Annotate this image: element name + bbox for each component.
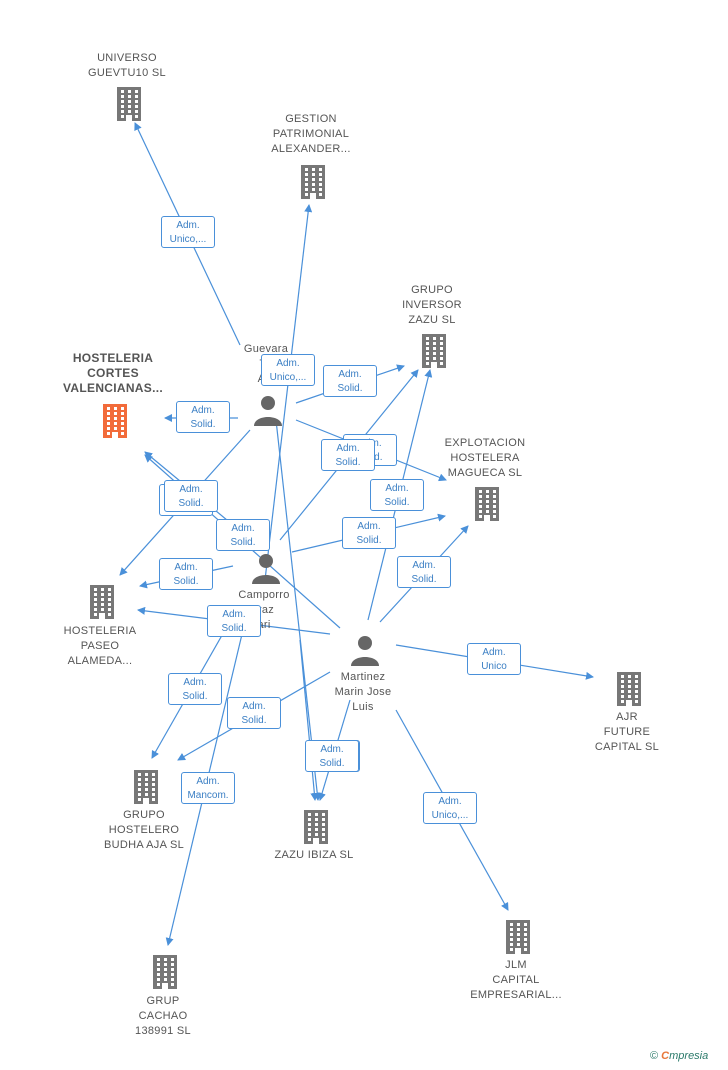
building-icon[interactable]	[502, 918, 534, 954]
company-label-cachao[interactable]: GRUP CACHAO 138991 SL	[135, 995, 191, 1037]
building-icon[interactable]	[130, 768, 162, 804]
brand-name: mpresia	[669, 1050, 709, 1062]
person-icon[interactable]	[252, 394, 284, 426]
company-label-gestion[interactable]: GESTION PATRIMONIAL ALEXANDER...	[271, 113, 351, 155]
company-label-budha[interactable]: GRUPO HOSTELERO BUDHA AJA SL	[103, 809, 185, 851]
edge-camporro-zazu_ibiza	[299, 639, 319, 801]
building-icon[interactable]	[99, 402, 131, 438]
edge-label-camporro-cachao[interactable]: Adm. Mancom.	[181, 772, 235, 804]
edge-label-martinez-explotacion[interactable]: Adm. Solid.	[397, 556, 451, 588]
building-icon[interactable]	[149, 953, 181, 989]
edge-label-martinez-paseo[interactable]: Adm. Solid.	[207, 605, 261, 637]
edge-guevara-zazu_ibiza	[275, 419, 322, 801]
edge-label-paseo-budha[interactable]: Adm. Solid.	[168, 673, 222, 705]
building-icon[interactable]	[113, 85, 145, 121]
company-label-ajr[interactable]: AJR FUTURE CAPITAL SL	[594, 711, 660, 753]
building-icon[interactable]	[300, 808, 332, 844]
building-icon[interactable]	[418, 332, 450, 368]
person-label-martinez[interactable]: Martinez Marin Jose Luis	[334, 671, 392, 713]
edge-label-camporro-explotacion[interactable]: Adm. Solid.	[342, 517, 396, 549]
edge-label-camporro-grupo_inversor[interactable]: Adm. Solid.	[321, 439, 375, 471]
company-label-cortes[interactable]: HOSTELERIA CORTES VALENCIANAS...	[63, 351, 163, 395]
company-label-jlm[interactable]: JLM CAPITAL EMPRESARIAL...	[470, 959, 562, 1001]
edge-label-guevara-cortes[interactable]: Adm. Solid.	[176, 401, 230, 433]
copyright-symbol: ©	[650, 1050, 659, 1062]
brand-initial: C	[661, 1050, 670, 1062]
building-icon[interactable]	[297, 163, 329, 199]
company-label-universo[interactable]: UNIVERSO GUEVTU10 SL	[88, 52, 166, 79]
person-icon[interactable]	[250, 552, 282, 584]
edge-label-martinez-jlm[interactable]: Adm. Unico,...	[423, 792, 477, 824]
building-icon[interactable]	[471, 485, 503, 521]
edge-label-camporro-cortes[interactable]: Adm. Solid.	[216, 519, 270, 551]
edge-label-camporro-paseo[interactable]: Adm. Solid.	[159, 558, 213, 590]
edge-label-martinez-grupo_inversor[interactable]: Adm. Solid.	[370, 479, 424, 511]
edge-label-martinez-cortes[interactable]: Adm. Solid.	[164, 480, 218, 512]
building-icon[interactable]	[86, 583, 118, 619]
edge-label-camporro-gestion[interactable]: Adm. Unico,...	[261, 354, 315, 386]
edge-label-guevara-universo[interactable]: Adm. Unico,...	[161, 216, 215, 248]
company-label-zazu_ibiza[interactable]: ZAZU IBIZA SL	[274, 849, 354, 861]
edge-label-martinez-ajr[interactable]: Adm. Unico	[467, 643, 521, 675]
company-label-paseo[interactable]: HOSTELERIA PASEO ALAMEDA...	[63, 625, 137, 667]
company-label-grupo_inversor[interactable]: GRUPO INVERSOR ZAZU SL	[402, 284, 462, 326]
edge-label-guevara-grupo_inversor[interactable]: Adm. Solid.	[323, 365, 377, 397]
footer-brand: © Cmpresia	[650, 1050, 708, 1062]
edge-camporro-gestion	[264, 204, 313, 581]
edge-label-martinez-budha[interactable]: Adm. Solid.	[227, 697, 281, 729]
company-label-explotacion[interactable]: EXPLOTACION HOSTELERA MAGUECA SL	[444, 437, 526, 479]
building-icon[interactable]	[613, 670, 645, 706]
person-icon[interactable]	[349, 634, 381, 666]
edge-label-martinez-zazu_ibiza[interactable]: Adm. Solid.	[305, 740, 359, 772]
